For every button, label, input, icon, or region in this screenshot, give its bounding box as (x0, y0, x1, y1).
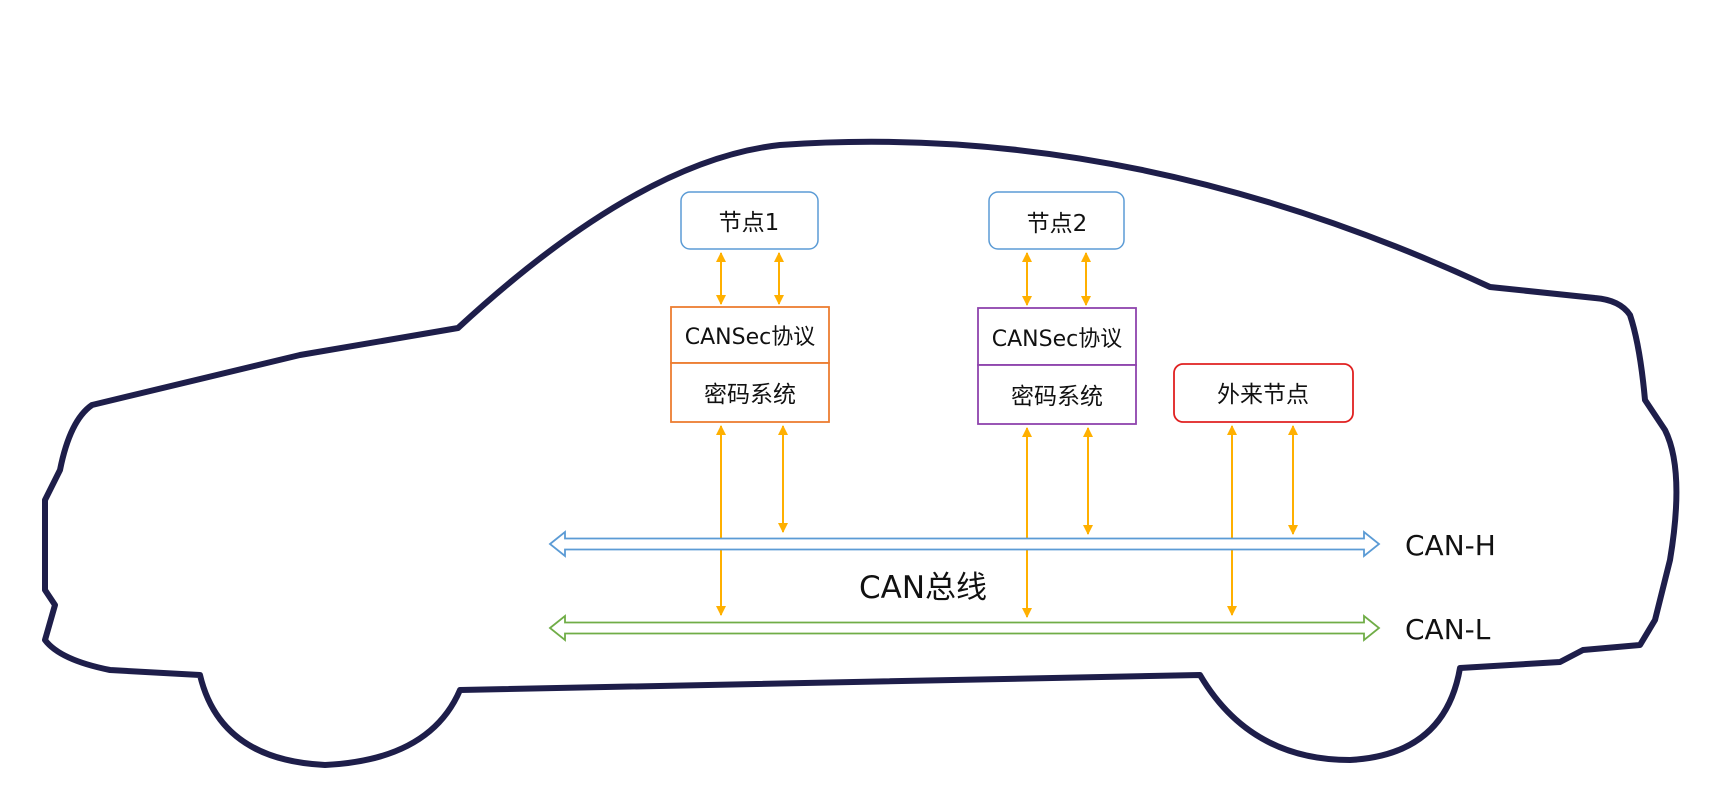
can-bus-title: CAN总线 (859, 570, 987, 606)
can-l-label: CAN-L (1405, 613, 1491, 646)
foreign-node-box (1173, 363, 1354, 423)
node2-protocol-label: CANSec协议 (992, 327, 1122, 352)
foreign-node-label: 外来节点 (1217, 382, 1309, 408)
node1-crypto-box (670, 362, 830, 423)
node1-protocol-label: CANSec协议 (685, 325, 815, 350)
node1-protocol-box (670, 306, 830, 364)
node2-label: 节点2 (1027, 211, 1088, 237)
node2-box (988, 191, 1125, 250)
node2-protocol-box (977, 307, 1137, 366)
can-h-label: CAN-H (1405, 529, 1496, 562)
node1-label: 节点1 (719, 210, 780, 236)
node2-crypto-label: 密码系统 (1011, 384, 1103, 410)
can-l-bus-line (548, 614, 1381, 642)
can-h-bus-line (548, 530, 1381, 558)
node1-crypto-label: 密码系统 (704, 382, 796, 408)
node1-box (680, 191, 819, 250)
node2-crypto-box (977, 364, 1137, 425)
car-outline (42, 138, 1680, 768)
